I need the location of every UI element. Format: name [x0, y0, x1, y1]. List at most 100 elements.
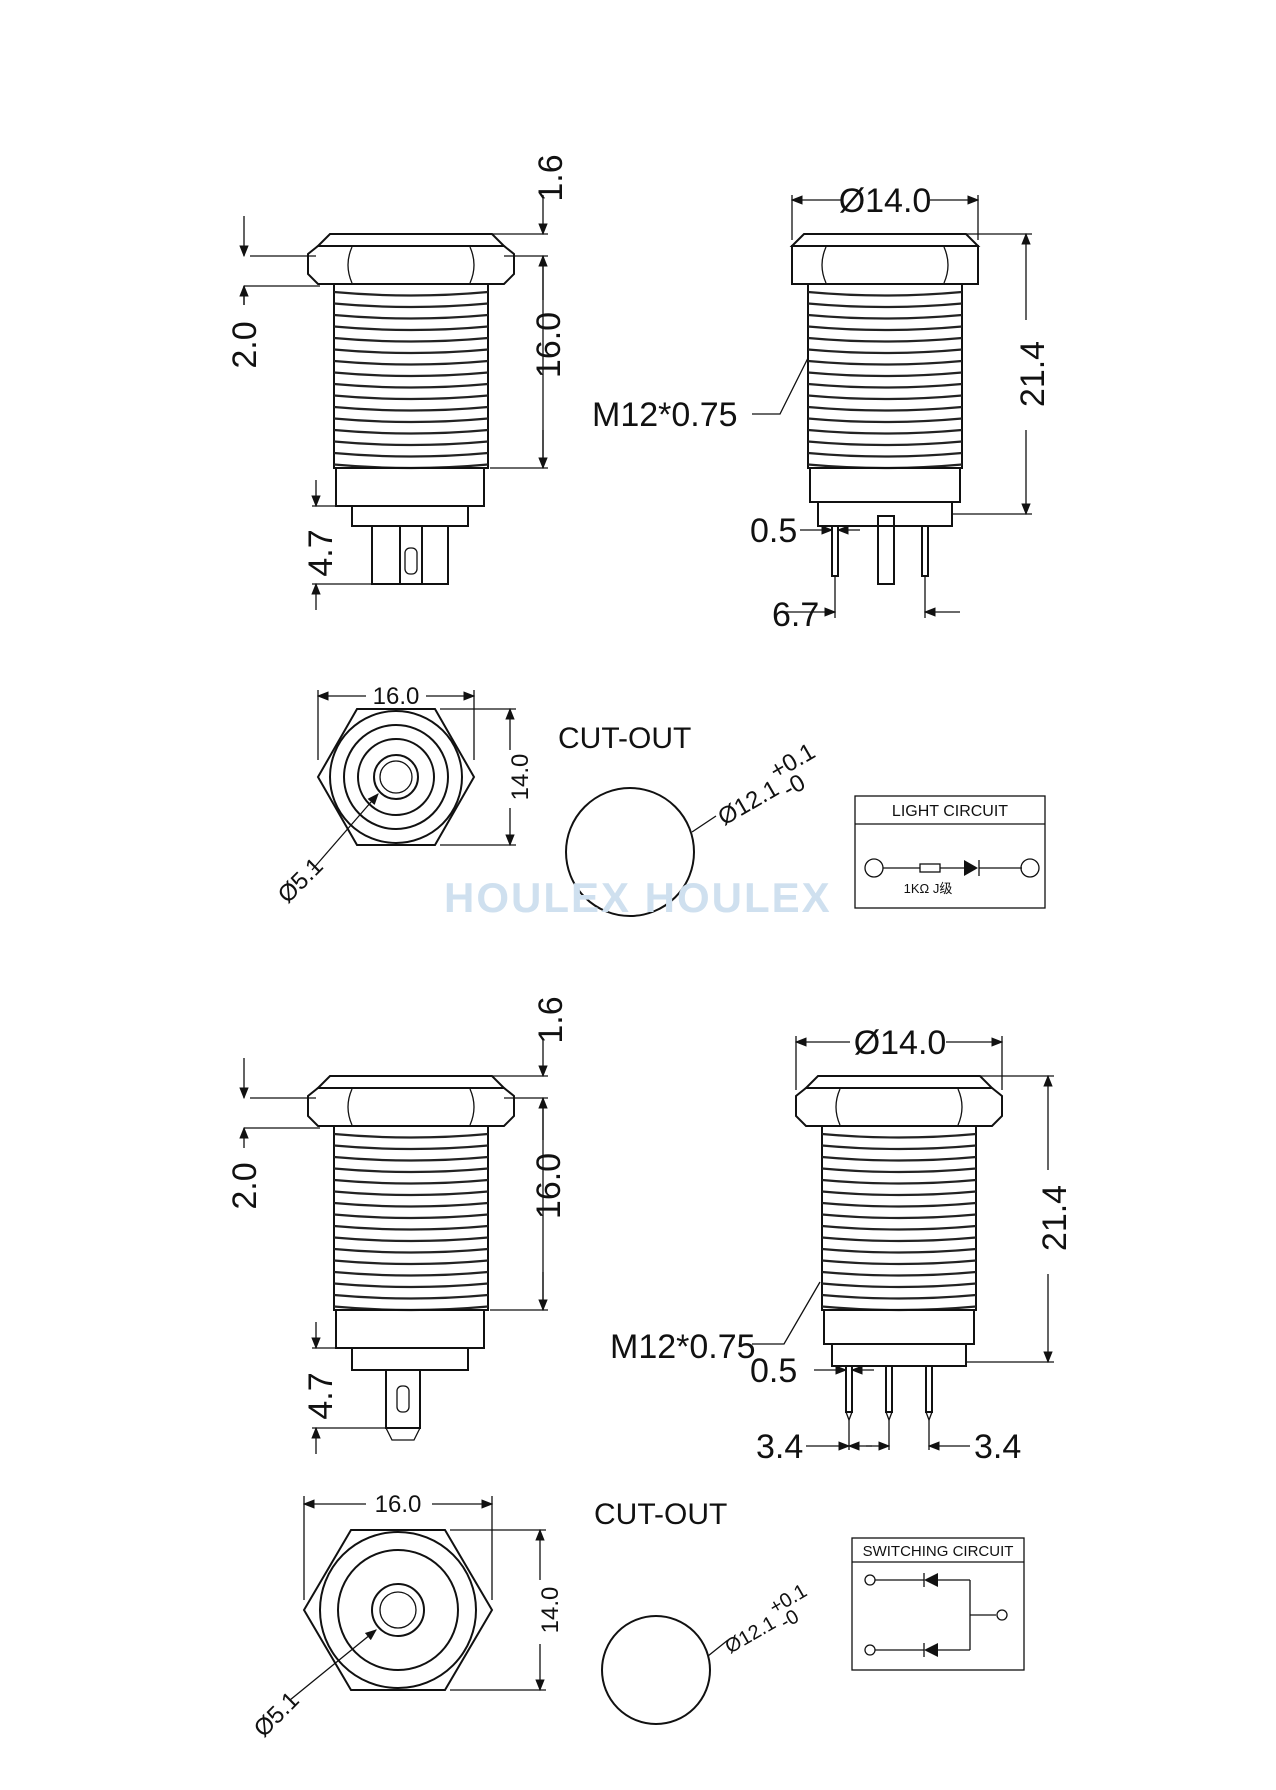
- thread-line: [821, 1178, 977, 1185]
- thread-line: [821, 1132, 977, 1139]
- thread-line: [821, 1282, 977, 1289]
- thread-length-label: 16.0: [530, 312, 568, 378]
- switching-circuit-box: SWITCHING CIRCUIT: [851, 1537, 1025, 1671]
- terminal-length-label: 4.7: [302, 529, 340, 576]
- thread-line: [333, 1224, 489, 1231]
- pin-spacing-label: 6.7: [772, 596, 819, 634]
- terminal-length-label: 4.7: [302, 1372, 340, 1419]
- led-icon: [924, 1643, 938, 1657]
- thread-line: [807, 336, 963, 343]
- thread-line: [333, 1144, 489, 1151]
- thread-line: [333, 1132, 489, 1139]
- thread-line: [807, 394, 963, 401]
- thread-line: [807, 313, 963, 320]
- front-view-1: Ø14.0 21.4 M12*0.75 0.5 6.7: [592, 182, 1052, 634]
- thread-line: [821, 1213, 977, 1220]
- thread-line: [821, 1167, 977, 1174]
- thread-line: [333, 290, 489, 297]
- thread-line: [821, 1236, 977, 1243]
- nut-height-label: 2.0: [226, 1162, 264, 1209]
- thread-line: [333, 1282, 489, 1289]
- total-height-label: 21.4: [1036, 1185, 1074, 1251]
- thread-line: [821, 1270, 977, 1277]
- thread-line: [333, 313, 489, 320]
- thread-line: [333, 371, 489, 378]
- thread-line: [821, 1224, 977, 1231]
- pin-width-label: 0.5: [750, 512, 797, 550]
- thread-line: [333, 1201, 489, 1208]
- switching-circuit-title: SWITCHING CIRCUIT: [863, 1543, 1014, 1560]
- thread-line: [333, 394, 489, 401]
- pin-spacing-left-label: 3.4: [756, 1428, 803, 1466]
- thread-line: [333, 405, 489, 412]
- thread-line: [333, 1293, 489, 1300]
- thread-line: [333, 440, 489, 447]
- thread-spec-label: M12*0.75: [592, 396, 738, 434]
- thread-line: [333, 1155, 489, 1162]
- thread-line: [333, 1236, 489, 1243]
- thread-line: [333, 1167, 489, 1174]
- thread-line: [333, 382, 489, 389]
- thread-line: [807, 428, 963, 435]
- cutout-title: CUT-OUT: [594, 1498, 727, 1531]
- led-icon: [964, 860, 978, 876]
- side-view-1: 1.6 2.0 16.0 4.7: [226, 154, 570, 610]
- thread-length-label: 16.0: [530, 1153, 568, 1219]
- top-width-label: 16.0: [375, 1491, 422, 1518]
- led-icon: [924, 1573, 938, 1587]
- thread-line: [807, 290, 963, 297]
- thread-line: [821, 1201, 977, 1208]
- thread-line: [807, 348, 963, 355]
- top-view-1: 16.0 14.0 Ø5.1: [273, 683, 534, 909]
- thread-line: [821, 1144, 977, 1151]
- thread-line: [807, 405, 963, 412]
- thread-line: [333, 428, 489, 435]
- thread-line: [333, 336, 489, 343]
- top-view-2: 16.0 14.0 Ø5.1: [249, 1491, 564, 1743]
- thread-line: [333, 325, 489, 332]
- cutout-diameter-label: Ø12.1: [722, 1612, 780, 1658]
- light-circuit-title: LIGHT CIRCUIT: [892, 803, 1008, 820]
- thread-line: [333, 417, 489, 424]
- nut-height-label: 2.0: [226, 321, 264, 368]
- resistor-label: 1KΩ J级: [904, 881, 953, 896]
- thread-line: [333, 359, 489, 366]
- front-view-2: Ø14.0 21.4 M12*0.75 0.5 3.4 3.4: [610, 1024, 1074, 1466]
- cutout-2: CUT-OUT Ø12.1 +0.1 -0: [594, 1498, 811, 1725]
- thread-line: [333, 348, 489, 355]
- top-height-label: 14.0: [537, 1587, 564, 1634]
- side-view-2: 1.6 2.0 16.0 4.7: [226, 996, 570, 1454]
- thread-line: [821, 1190, 977, 1197]
- thread-line: [821, 1259, 977, 1266]
- cutout-diameter-label: Ø12.1: [714, 775, 784, 831]
- top-width-label: 16.0: [373, 683, 420, 710]
- thread-line: [807, 417, 963, 424]
- thread-line: [821, 1155, 977, 1162]
- diameter-label: Ø14.0: [854, 1024, 947, 1062]
- total-height-label: 21.4: [1014, 341, 1052, 407]
- thread-line: [807, 302, 963, 309]
- thread-line: [333, 1213, 489, 1220]
- thread-line: [333, 1259, 489, 1266]
- flange-height-label: 1.6: [532, 996, 570, 1043]
- pin-spacing-right-label: 3.4: [974, 1428, 1021, 1466]
- thread-line: [333, 1190, 489, 1197]
- flange-height-label: 1.6: [532, 154, 570, 201]
- thread-line: [807, 440, 963, 447]
- thread-line: [807, 371, 963, 378]
- thread-line: [333, 1270, 489, 1277]
- thread-line: [807, 325, 963, 332]
- light-circuit-box: LIGHT CIRCUIT 1KΩ J级: [854, 795, 1046, 909]
- top-height-label: 14.0: [507, 754, 534, 801]
- cutout-title: CUT-OUT: [558, 722, 691, 755]
- thread-line: [821, 1247, 977, 1254]
- thread-line: [821, 1293, 977, 1300]
- thread-line: [333, 451, 489, 458]
- thread-line: [333, 1247, 489, 1254]
- thread-line: [807, 382, 963, 389]
- pin-width-label: 0.5: [750, 1352, 797, 1390]
- diameter-label: Ø14.0: [839, 182, 932, 220]
- thread-line: [807, 451, 963, 458]
- watermark: HOULEX HOULEX: [444, 874, 832, 921]
